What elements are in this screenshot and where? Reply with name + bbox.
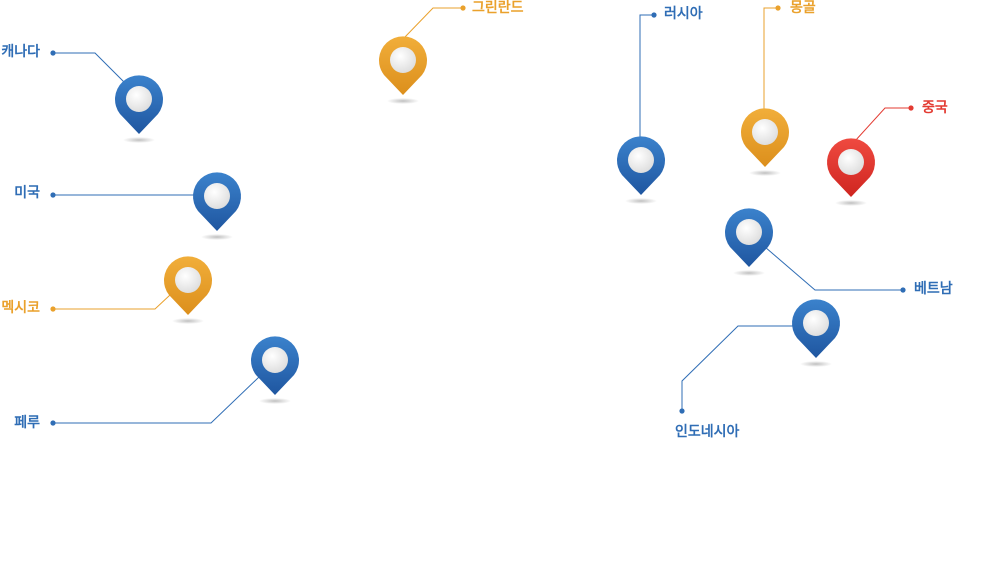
label-indonesia: 인도네시아 [675,424,740,440]
leader-dot [50,50,56,56]
marker-usa[interactable] [50,172,241,240]
pin-center [628,147,654,173]
marker-indonesia[interactable] [679,299,840,414]
marker-mongolia[interactable] [741,5,789,176]
pin-shadow [172,318,204,324]
leader-line [53,52,125,83]
leader-line [681,325,794,411]
marker-peru[interactable] [50,336,300,426]
label-mongolia: 몽골 [790,0,816,16]
label-usa: 미국 [14,185,40,201]
leader-dot [460,5,466,11]
pin-shadow [387,98,419,104]
pin-shadow [259,398,291,404]
leader-line [763,7,778,111]
leader-dot [50,192,56,198]
leader-line [639,14,654,138]
pin-center [736,219,762,245]
leader-line [854,107,911,142]
marker-china[interactable] [827,105,914,206]
marker-canada[interactable] [50,50,163,143]
pin-shadow [749,170,781,176]
label-greenland: 그린란드 [472,0,524,16]
leader-dot [50,420,56,426]
pin-shadow [201,234,233,240]
marker-greenland[interactable] [379,5,466,104]
leader-dot [775,5,781,11]
pin-shadow [625,198,657,204]
pin-shadow [733,270,765,276]
pin-center [838,149,864,175]
leader-dot [679,408,685,414]
label-russia: 러시아 [664,6,703,22]
pin-shadow [835,200,867,206]
leader-dot [651,12,657,18]
pin-center [204,183,230,209]
leader-dot [900,287,906,293]
marker-russia[interactable] [616,12,665,204]
leader-dot [50,306,56,312]
label-vietnam: 베트남 [914,281,953,297]
pin-center [126,86,152,112]
label-peru: 페루 [14,415,40,431]
pin-center [803,310,829,336]
pin-center [262,347,288,373]
pin-center [390,47,416,73]
leader-line [53,294,171,310]
label-china: 중국 [922,100,948,116]
leader-line [53,376,260,424]
label-mexico: 멕시코 [1,300,40,316]
pin-shadow [123,137,155,143]
marker-vietnam[interactable] [725,208,906,293]
pin-center [752,119,778,145]
pin-shadow [800,361,832,367]
label-canada: 캐나다 [1,44,40,60]
leader-dot [908,105,914,111]
pin-center [175,267,201,293]
leader-line [403,7,463,39]
leader-line [764,246,903,291]
marker-mexico[interactable] [50,256,213,324]
